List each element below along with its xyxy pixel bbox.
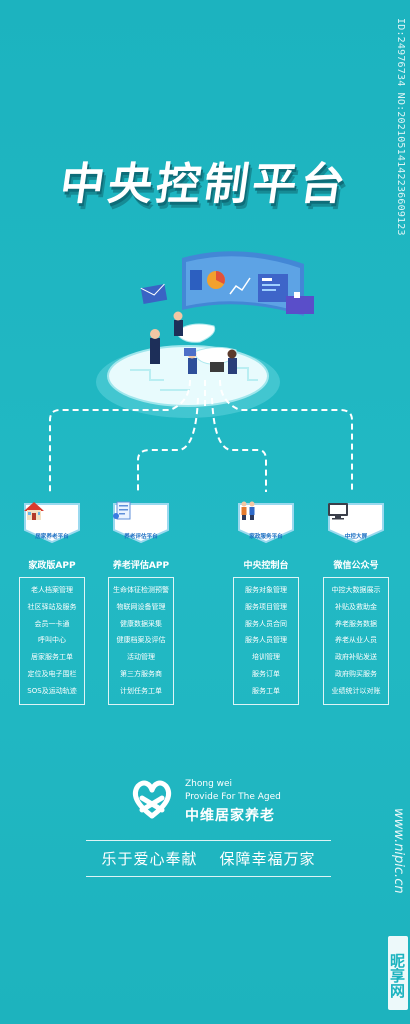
list-item: SOS及运动轨迹 bbox=[27, 686, 77, 695]
card-central-console: 家政服务平台 中央控制台 服务对象管理 服务项目管理 服务人员合同 服务人员管理… bbox=[231, 500, 301, 705]
feature-list: 服务对象管理 服务项目管理 服务人员合同 服务人员管理 培训管理 服务订单 服务… bbox=[233, 577, 299, 705]
card-assessment-app: 养老评估平台 养老评估APP 生命体征检测预警 物联网设备管理 健康数据采集 健… bbox=[106, 500, 176, 705]
list-item: 健康档案及评估 bbox=[116, 636, 166, 645]
list-item: 活动管理 bbox=[127, 653, 155, 662]
list-item: 服务人员合同 bbox=[245, 619, 287, 628]
list-item: 养老服务数据 bbox=[335, 619, 377, 628]
brand-logo-icon bbox=[132, 780, 172, 819]
badge-home-care: 居家养老平台 bbox=[21, 500, 83, 544]
feature-list: 中控大数据展示 补贴及救助金 养老服务数据 养老从业人员 政府补贴发送 政府购买… bbox=[323, 577, 389, 705]
connector-lines bbox=[49, 380, 353, 492]
assessment-icon bbox=[113, 501, 131, 520]
list-item: 政府补贴发送 bbox=[335, 653, 377, 662]
list-item: 服务人员管理 bbox=[245, 636, 287, 645]
list-item: 居家服务工单 bbox=[31, 653, 73, 662]
slogan-right: 保障幸福万家 bbox=[219, 850, 316, 868]
badge-label: 居家养老平台 bbox=[35, 534, 69, 540]
monitor-icon bbox=[328, 503, 348, 520]
feature-list: 生命体征检测预警 物联网设备管理 健康数据采集 健康档案及评估 活动管理 第三方… bbox=[108, 577, 174, 705]
slogan-left: 乐于爱心奉献 bbox=[101, 850, 198, 868]
badge-assessment: 养老评估平台 bbox=[110, 500, 172, 544]
slogan: 乐于爱心奉献 保障幸福万家 bbox=[86, 848, 331, 869]
list-item: 社区驿站及服务 bbox=[27, 602, 77, 611]
meeting-illustration bbox=[96, 251, 314, 418]
list-item: 服务工单 bbox=[252, 686, 280, 695]
list-item: 呼叫中心 bbox=[38, 636, 66, 645]
page-title: 中央控制平台 bbox=[56, 159, 352, 210]
watermark-brand: 昵享网 bbox=[388, 936, 408, 1010]
list-item: 服务项目管理 bbox=[245, 602, 287, 611]
brand-chinese-name: 中维居家养老 bbox=[185, 808, 275, 824]
list-item: 养老从业人员 bbox=[335, 636, 377, 645]
list-item: 业绩统计以对账 bbox=[331, 686, 381, 695]
card-title: 中央控制台 bbox=[243, 561, 289, 571]
list-item: 健康数据采集 bbox=[120, 619, 162, 628]
badge-label: 中控大屏 bbox=[344, 534, 368, 540]
list-item: 培训管理 bbox=[252, 653, 280, 662]
card-title: 养老评估APP bbox=[112, 561, 170, 571]
list-item: 政府购买服务 bbox=[335, 669, 377, 678]
feature-list: 老人档案管理 社区驿站及服务 会员一卡通 呼叫中心 居家服务工单 定位及电子围栏… bbox=[19, 577, 85, 705]
badge-housekeeping: 家政服务平台 bbox=[235, 500, 297, 544]
watermark-id: ID:24976734 NO:20210514142236609123 bbox=[395, 18, 406, 236]
list-item: 第三方服务商 bbox=[120, 669, 162, 678]
list-item: 生命体征检测预警 bbox=[113, 586, 169, 594]
card-title: 家政版APP bbox=[28, 561, 76, 571]
brand-english-line1: Zhong wei bbox=[185, 779, 233, 789]
card-wechat-account: 中控大屏 微信公众号 中控大数据展示 补贴及救助金 养老服务数据 养老从业人员 … bbox=[321, 500, 391, 705]
badge-label: 家政服务平台 bbox=[249, 534, 283, 540]
list-item: 物联网设备管理 bbox=[116, 602, 166, 611]
list-item: 中控大数据展示 bbox=[331, 586, 381, 594]
card-home-care-app: 居家养老平台 家政版APP 老人档案管理 社区驿站及服务 会员一卡通 呼叫中心 … bbox=[17, 500, 87, 705]
card-title: 微信公众号 bbox=[333, 561, 379, 571]
list-item: 老人档案管理 bbox=[31, 586, 73, 594]
badge-control-screen: 中控大屏 bbox=[325, 500, 387, 544]
staff-icon bbox=[241, 501, 255, 520]
list-item: 服务对象管理 bbox=[245, 586, 287, 594]
brand-english-line2: Provide For The Aged bbox=[185, 792, 281, 802]
list-item: 补贴及救助金 bbox=[335, 602, 377, 611]
list-item: 会员一卡通 bbox=[34, 619, 70, 628]
list-item: 计划任务工单 bbox=[120, 686, 162, 695]
watermark-site: www.nipic.cn bbox=[391, 808, 406, 894]
slogan-divider-bottom bbox=[86, 876, 331, 877]
house-icon bbox=[24, 502, 44, 520]
list-item: 服务订单 bbox=[252, 669, 280, 678]
list-item: 定位及电子围栏 bbox=[27, 669, 77, 678]
slogan-divider-top bbox=[86, 840, 331, 841]
badge-label: 养老评估平台 bbox=[124, 534, 158, 540]
